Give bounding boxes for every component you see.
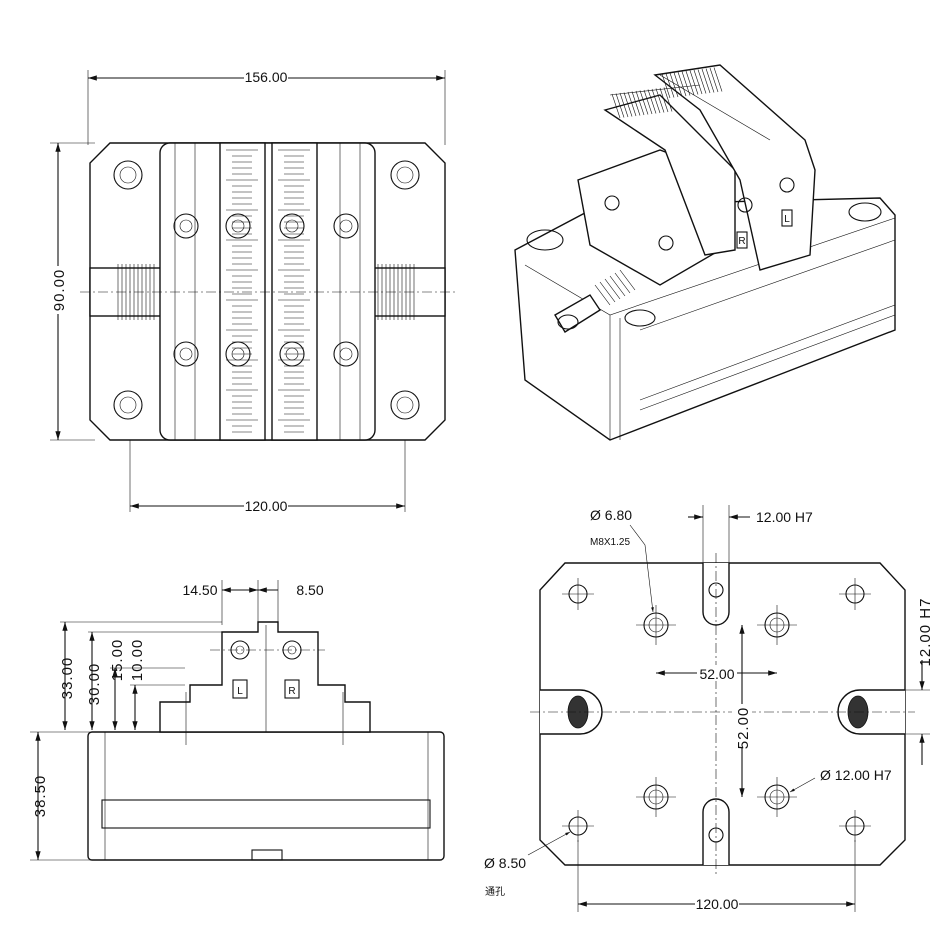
iso-serrations <box>611 67 723 119</box>
side-10-dim: 10.00 <box>129 639 146 682</box>
isometric-view: R L <box>514 64 896 441</box>
bottom-corner-holes <box>562 578 871 842</box>
side-base <box>87 731 445 861</box>
side-jaw-r-mark: R <box>288 686 295 697</box>
side-view: 14.50 8.50 33.00 30.00 15.00 10.00 38.50 <box>30 580 445 861</box>
top-screw-holes <box>173 213 359 367</box>
top-width-dim: 156.00 <box>245 69 288 85</box>
bottom-tapped-holes <box>636 605 797 817</box>
iso-left-jaw-top <box>603 94 736 256</box>
iso-jaw-r-mark: R <box>738 236 745 247</box>
side-jaw-offset-dim: 14.50 <box>182 582 217 598</box>
right-jaw <box>271 142 318 441</box>
top-view: 156.00 90.00 120.00 <box>48 68 455 514</box>
jaw-serrations <box>226 149 310 433</box>
side-15-dim: 15.00 <box>109 639 126 682</box>
top-hole-spacing-dim: 120.00 <box>245 498 288 514</box>
iso-jaw-l-mark: L <box>784 214 790 225</box>
jaw-body <box>159 142 376 441</box>
bottom-plate-outline <box>539 562 906 866</box>
bottom-through-hole-dia: Ø 8.50 <box>484 855 526 871</box>
bottom-pin-hole-dia: Ø 12.00 H7 <box>820 767 892 783</box>
side-jaw-gap-dim: 8.50 <box>296 582 323 598</box>
side-jaw-profile <box>159 621 371 733</box>
side-total-height-dim: 33.00 <box>59 657 76 700</box>
bottom-through-hole-note: 通孔 <box>485 886 505 898</box>
left-jaw <box>219 142 266 441</box>
side-30-dim: 30.00 <box>86 663 103 706</box>
side-base-height-dim: 38.50 <box>32 775 49 818</box>
side-jaw-l-mark: L <box>237 686 243 697</box>
top-depth-dim: 90.00 <box>51 269 68 312</box>
bottom-hole-spacing: 120.00 <box>696 896 739 912</box>
bottom-slot-width: 12.00 H7 <box>756 509 813 525</box>
iso-lead-screw <box>554 269 636 333</box>
bottom-view: 52.00 52.00 12.00 H7 12.00 H7 Ø 6.80 M8X… <box>484 505 934 912</box>
bottom-slot-depth: 12.00 H7 <box>917 598 934 667</box>
side-groove <box>101 799 431 829</box>
bottom-pin-spacing-y: 52.00 <box>735 707 752 750</box>
bottom-pin-spacing-x: 52.00 <box>699 666 734 682</box>
iso-right-jaw <box>653 64 816 271</box>
top-corner-holes <box>113 160 420 420</box>
bottom-tap-thread: M8X1.25 <box>590 537 630 548</box>
bottom-tap-hole-dia: Ø 6.80 <box>590 507 632 523</box>
